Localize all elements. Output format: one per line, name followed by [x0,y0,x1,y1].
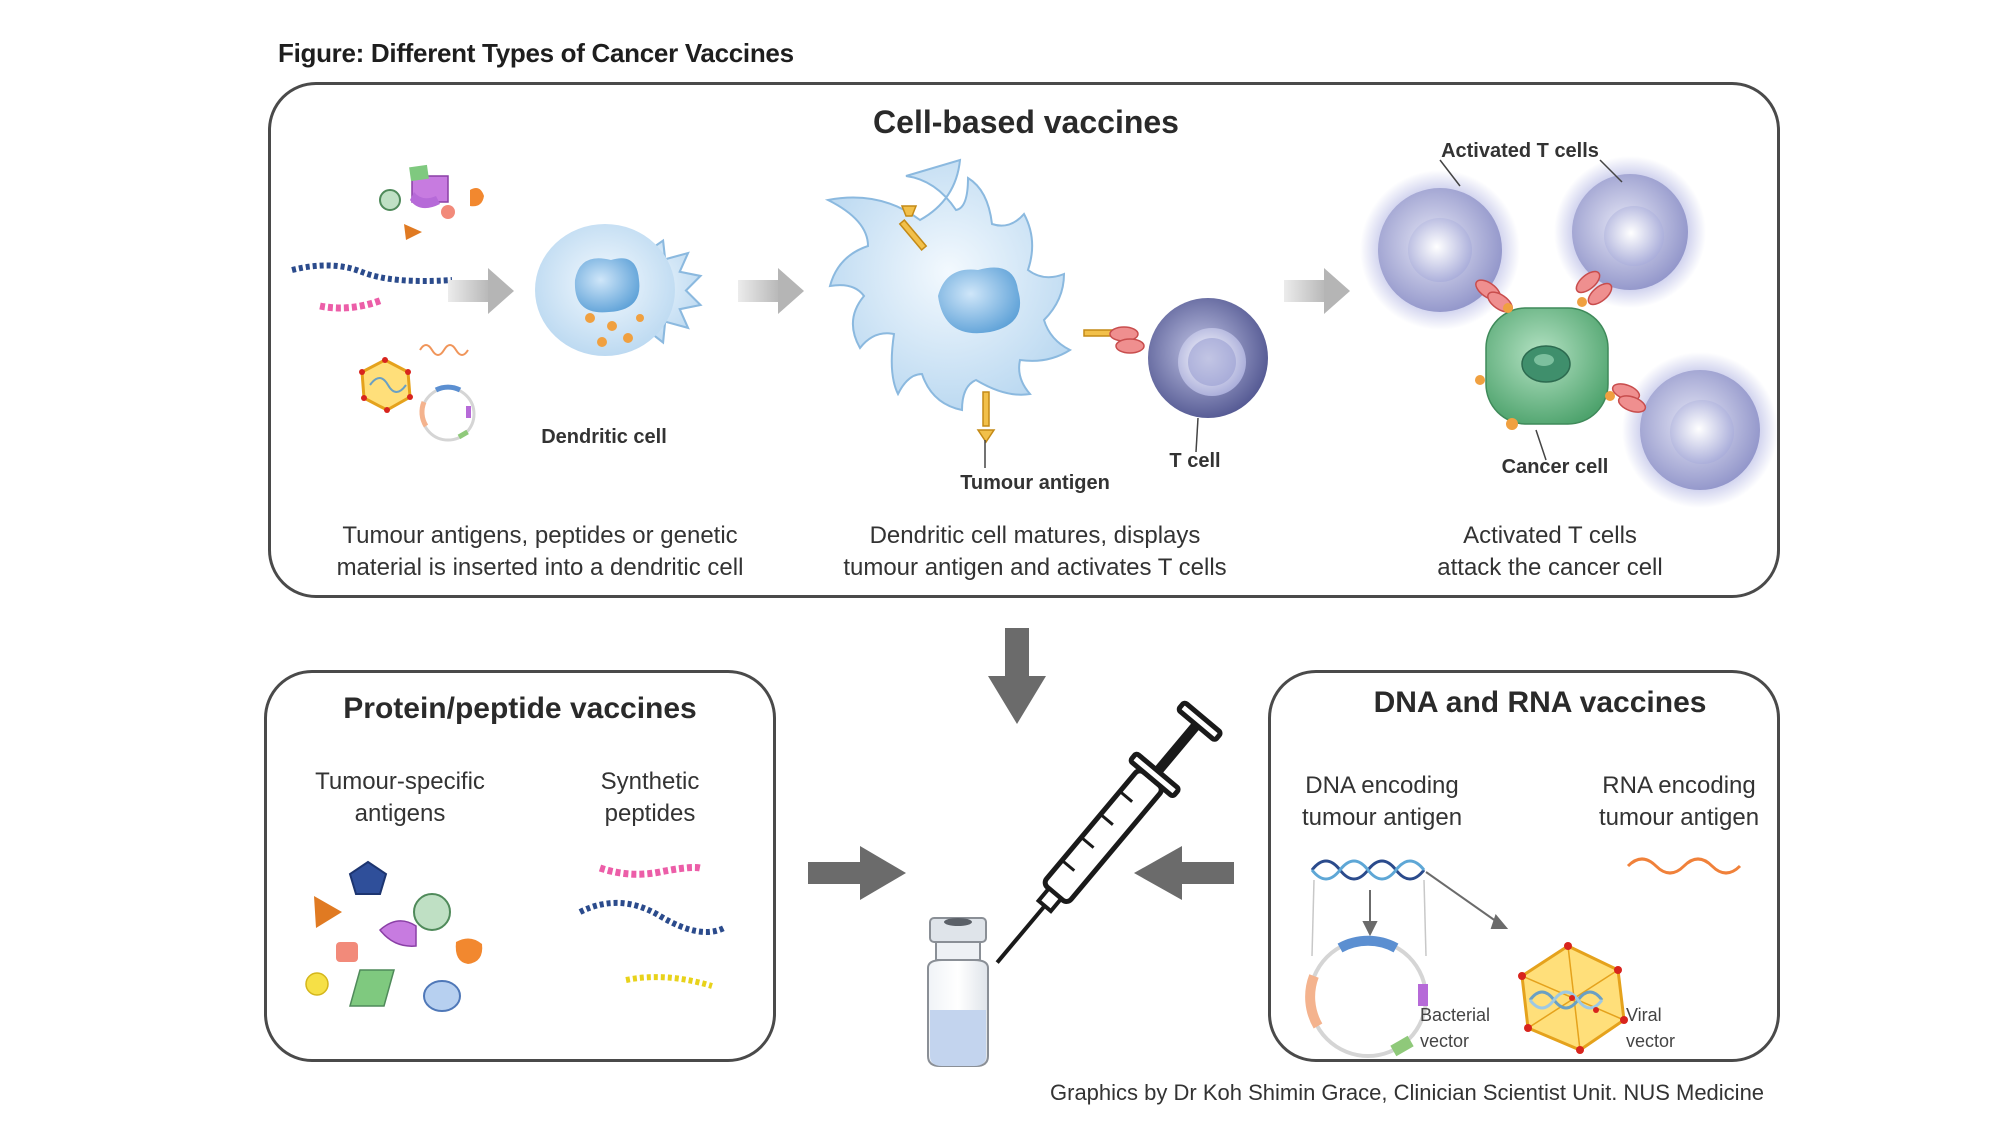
dna-to-vector-arrows [1362,871,1509,937]
dna-rna-heading: DNA and RNA vaccines [1373,686,1707,719]
rna-strand-icon [419,344,469,356]
antigen-cluster-icon [379,164,484,240]
viral-vector-icon-2 [1518,942,1628,1054]
step3-caption-line1: Activated T cells [1463,522,1637,549]
activated-leader-2 [1599,159,1623,183]
step3-caption: Activated T cells attack the cancer cell [1400,520,1700,584]
activated-receptors-icon [1475,270,1647,413]
dendritic-cell-icon [535,224,703,356]
activated-t-cells-label: Activated T cells [1441,140,1599,162]
down-arrow [988,628,1046,724]
tumour-specific-antigens-icon [305,860,483,1012]
process-arrow-2 [738,268,804,314]
cancer-cell-icon [1475,307,1609,430]
step1-caption: Tumour antigens, peptides or genetic mat… [290,520,790,584]
right-arrow [808,846,906,900]
t-cell-leader [1195,417,1199,453]
viral-vector-label: Viral vector [1626,1002,1675,1054]
plasmid-icon [419,384,476,442]
viral-line1: Viral [1626,1005,1662,1025]
viral-vector-icon [359,357,413,413]
step2-caption-line2: tumour antigen and activates T cells [843,554,1227,581]
step1-caption-line1: Tumour antigens, peptides or genetic [342,522,738,549]
tumour-antigen-label: Tumour antigen [960,472,1110,494]
t-cell-label: T cell [1169,450,1221,472]
step1-caption-line2: material is inserted into a dendritic ce… [336,554,744,581]
rna-encoding-label: RNA encoding tumour antigen [1584,770,1774,834]
t-cell-icon [1148,298,1268,418]
synthetic-peptides-label: Synthetic peptides [570,766,730,830]
vector-guide-lines [1311,879,1427,957]
cancer-cell-label: Cancer cell [1501,456,1609,478]
figure-title: Figure: Different Types of Cancer Vaccin… [278,38,794,68]
dna-encoding-label: DNA encoding tumour antigen [1282,770,1482,834]
dendritic-cell-label: Dendritic cell [541,426,667,448]
bacterial-vector-icon [1305,935,1428,1058]
vial-icon [927,917,989,1067]
synthetic-peptides-icon [578,864,726,989]
cancer-cell-leader [1535,429,1547,461]
rna-encoding-line1: RNA encoding [1602,772,1756,799]
step2-caption-line1: Dendritic cell matures, displays [869,522,1201,549]
protein-peptide-heading: Protein/peptide vaccines [343,692,697,725]
peptide-chain-pink-icon [319,296,384,312]
dna-encoding-line1: DNA encoding [1305,772,1459,799]
bacterial-vector-label: Bacterial vector [1420,1002,1490,1054]
bacterial-line2: vector [1420,1031,1470,1051]
rna-strand-icon-2 [1626,857,1742,875]
step2-caption: Dendritic cell matures, displays tumour … [820,520,1250,584]
cell-based-heading: Cell-based vaccines [873,104,1179,140]
activated-leader-1 [1439,159,1461,187]
activated-t-cell-2-icon [1554,156,1706,308]
syringe-icon [995,700,1223,964]
step3-caption-line2: attack the cancer cell [1437,554,1663,581]
graphics-credit: Graphics by Dr Koh Shimin Grace, Clinici… [1050,1080,1765,1105]
viral-line2: vector [1626,1031,1676,1051]
bacterial-line1: Bacterial [1420,1005,1491,1025]
dna-encoding-line2: tumour antigen [1301,804,1463,831]
activated-t-cell-1-icon [1360,170,1520,330]
peptide-chain-icon [291,262,453,284]
process-arrow-1 [448,268,514,314]
rna-encoding-line2: tumour antigen [1598,804,1760,831]
left-arrow [1134,846,1234,900]
synthetic-line1: Synthetic [600,768,700,795]
activated-t-cell-3-icon [1622,352,1778,508]
tumour-specific-antigens-label: Tumour-specific antigens [300,766,500,830]
mature-dendritic-cell-icon [824,158,1117,444]
dna-helix-icon [1310,859,1426,881]
synthetic-line2: peptides [604,800,696,827]
t-cell-receptor-icon [1109,326,1145,354]
tumour-specific-line2: antigens [354,800,446,827]
tumour-specific-line1: Tumour-specific [315,768,485,795]
process-arrow-3 [1284,268,1350,314]
